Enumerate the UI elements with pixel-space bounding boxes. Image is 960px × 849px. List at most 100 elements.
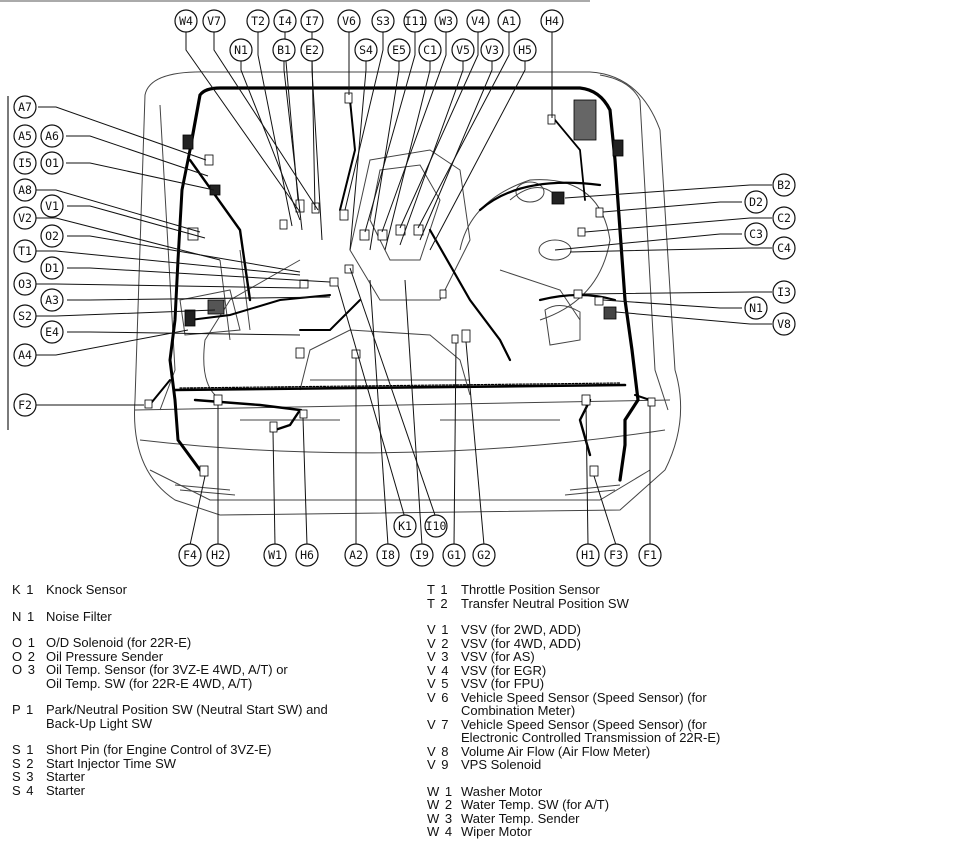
callout-circle	[403, 9, 427, 33]
callout-text: C4	[777, 241, 791, 255]
callout-text: I9	[415, 548, 429, 562]
legend-entry: Combination Meter)	[427, 704, 720, 718]
callout-bottom-i10: I10	[424, 514, 448, 538]
callout-circle	[40, 256, 64, 280]
callout-circle	[229, 38, 253, 62]
callout-circle	[472, 543, 496, 567]
callout-text: I11	[405, 14, 426, 28]
callout-text: H6	[300, 548, 314, 562]
callout-text: S3	[376, 14, 390, 28]
callout-right-v8: V8	[772, 312, 796, 336]
legend-description: VSV (for FPU)	[461, 676, 545, 691]
callout-text: E5	[392, 43, 406, 57]
callout-text: I10	[426, 519, 447, 533]
callout-text: T2	[251, 14, 265, 28]
callout-top-s4: S4	[354, 38, 378, 62]
leader-lines	[36, 30, 772, 546]
legend-description: VSV (for AS)	[461, 649, 535, 664]
callout-text: A2	[349, 548, 363, 562]
callout-circle	[410, 543, 434, 567]
legend-code: V 9	[427, 757, 450, 772]
legend-code: W 4	[427, 824, 454, 839]
legend-description: Volume Air Flow (Air Flow Meter)	[461, 743, 651, 759]
legend-code: V 3	[427, 649, 450, 664]
callout-text: V1	[45, 199, 59, 213]
callout-text: F2	[18, 398, 32, 412]
legend-description: VSV (for EGR)	[461, 662, 547, 678]
legend-description: Oil Temp. SW (for 22R-E 4WD, A/T)	[46, 675, 253, 691]
legend-description: Throttle Position Sensor	[461, 582, 600, 597]
callout-circle	[40, 194, 64, 218]
legend-code: S 4	[12, 782, 35, 798]
callout-text: F1	[643, 548, 657, 562]
callout-left-o2: O2	[40, 224, 64, 248]
callout-circle	[744, 296, 768, 320]
legend-description: O/D Solenoid (for 22R-E)	[46, 635, 192, 650]
callout-circle	[178, 543, 202, 567]
legend-code: S 1	[12, 742, 35, 757]
legend-description: VSV (for 2WD, ADD)	[461, 622, 581, 637]
legend-description: Back-Up Light SW	[46, 715, 153, 731]
callout-circle	[272, 38, 296, 62]
callout-left-o1: O1	[40, 151, 64, 175]
callout-circle	[387, 38, 411, 62]
callout-top-i7: I7	[300, 9, 324, 33]
callout-top-h5: H5	[513, 38, 537, 62]
callout-circle	[480, 38, 504, 62]
callout-bottom-f3: F3	[604, 543, 628, 567]
connectors	[144, 92, 656, 477]
callout-right-b2: B2	[772, 173, 796, 197]
callout-text: N1	[234, 43, 248, 57]
callout-bottom-g2: G2	[472, 543, 496, 567]
callout-bottom-g1: G1	[442, 543, 466, 567]
callout-left-a8: A8	[13, 178, 37, 202]
callout-text: K1	[398, 519, 412, 533]
callout-circle	[576, 543, 600, 567]
callout-text: T1	[18, 244, 32, 258]
callout-circle	[638, 543, 662, 567]
callout-text: G1	[447, 548, 461, 562]
callout-circle	[393, 514, 417, 538]
callout-circle	[13, 151, 37, 175]
callout-circle	[744, 190, 768, 214]
callout-bottom-i9: I9	[410, 543, 434, 567]
callout-text: C1	[423, 43, 437, 57]
callout-circle	[174, 9, 198, 33]
callout-circle	[13, 95, 37, 119]
legend-code: V 4	[427, 662, 450, 678]
callout-left-a6: A6	[40, 124, 64, 148]
legend-description: Starter	[46, 782, 86, 798]
callout-top-s3: S3	[371, 9, 395, 33]
callout-left-s2: S2	[13, 304, 37, 328]
callout-circle	[40, 288, 64, 312]
legend-code: P 1	[12, 702, 35, 717]
legend-description: Start Injector Time SW	[46, 755, 177, 771]
callout-text: D1	[45, 261, 59, 275]
callout-top-a1: A1	[497, 9, 521, 33]
legend-entry: Back-Up Light SW	[12, 715, 328, 731]
callout-left-i5: I5	[13, 151, 37, 175]
callout-text: H5	[518, 43, 532, 57]
legend-code: N 1	[12, 608, 36, 624]
callout-circle	[371, 9, 395, 33]
callout-top-e5: E5	[387, 38, 411, 62]
callout-text: S4	[359, 43, 373, 57]
callout-top-i4: I4	[273, 9, 297, 33]
legend-spacer	[427, 772, 720, 785]
callout-circle	[418, 38, 442, 62]
callout-circle	[540, 9, 564, 33]
legend-description: Starter	[46, 769, 86, 784]
legend-code: O 2	[12, 648, 36, 664]
